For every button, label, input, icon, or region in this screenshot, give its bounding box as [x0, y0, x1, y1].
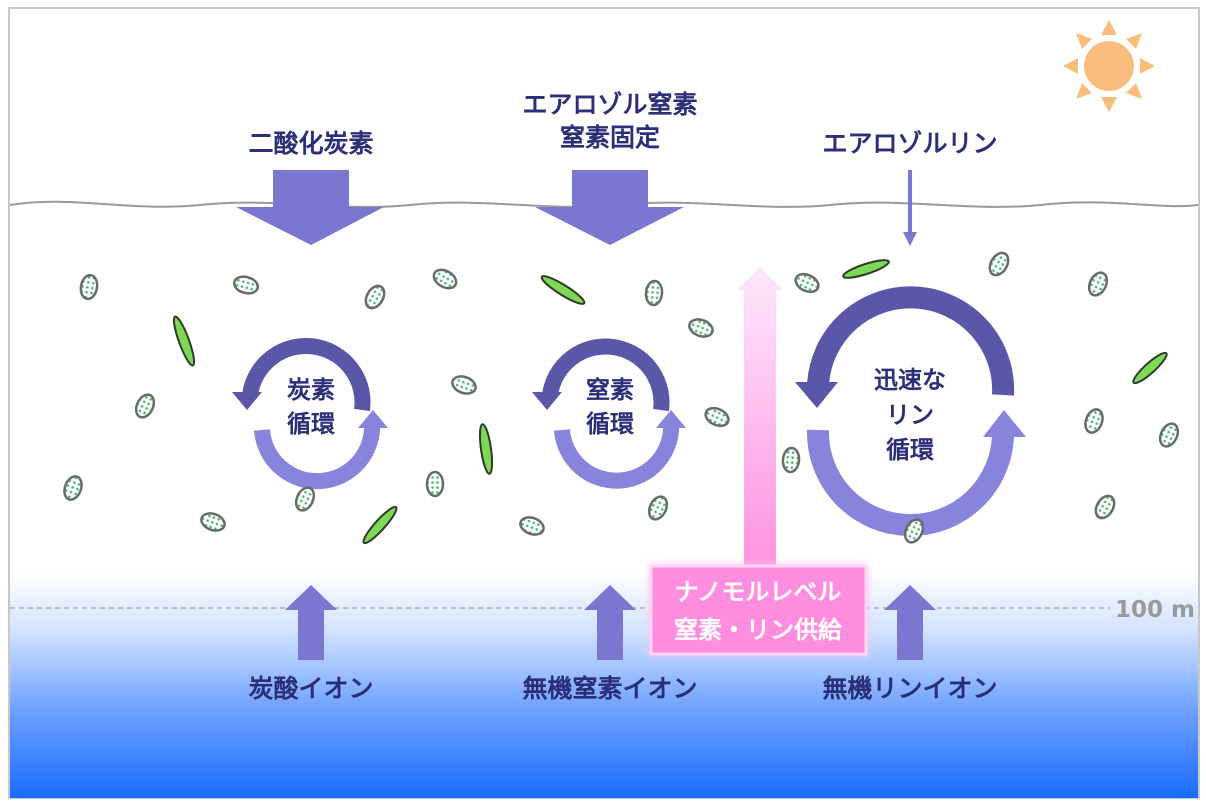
inorganic-phosphate-up-arrow: [884, 585, 936, 660]
nitrogen-cycle-icon: [532, 338, 686, 489]
ocean-water: [10, 201, 1198, 798]
diatom-icon: [478, 423, 494, 475]
phytoplankton-cell-icon: [688, 318, 714, 338]
supply-box-line2: 窒素・リン供給: [674, 616, 843, 644]
sun-icon: [1063, 20, 1155, 112]
phytoplankton-cell-icon: [63, 475, 83, 501]
phytoplankton-cell-icon: [425, 470, 445, 498]
co2-label: 二酸化炭素: [248, 129, 373, 158]
phytoplankton-cell-icon: [781, 446, 801, 474]
phytoplankton-cell-icon: [79, 273, 99, 301]
carbonate-label: 炭酸イオン: [248, 674, 373, 703]
phosphorus-cycle-line2: リン: [886, 401, 934, 429]
inorganic-phosphate-label: 無機リンイオン: [822, 674, 997, 703]
diatom-icon: [362, 505, 398, 545]
aerosol-nitrogen-label: エアロゾル窒素: [522, 90, 697, 119]
diatom-icon: [172, 315, 196, 367]
supply-box-line1: ナノモルレベル: [675, 578, 842, 606]
phytoplankton-cell-icon: [903, 518, 925, 544]
diatoms: [172, 259, 1168, 545]
phytoplankton-cell-icon: [294, 486, 316, 512]
depth-label: 100 m: [1115, 597, 1195, 623]
diatom-icon: [1132, 351, 1168, 385]
phytoplankton-cell-icon: [432, 268, 458, 290]
phytoplankton-cell-icon: [1094, 494, 1116, 520]
nitrogen-cycle-line1: 窒素: [586, 376, 634, 404]
carbonate-up-arrow: [285, 585, 337, 660]
inorganic-nitrogen-up-arrow: [584, 585, 636, 660]
phytoplankton-cell-icon: [1087, 271, 1109, 297]
phytoplankton-cell-icon: [1084, 408, 1104, 434]
phytoplankton-cell-icon: [1158, 422, 1180, 448]
supply-box: [649, 564, 868, 656]
diatom-icon: [842, 259, 890, 279]
nitrogen-fixation-label: 窒素固定: [560, 123, 660, 152]
nitrogen-down-arrow: [535, 170, 684, 245]
phosphorus-down-arrow: [903, 170, 917, 246]
nanomolar-supply-arrow: [737, 267, 783, 580]
carbon-cycle-icon: [232, 338, 388, 490]
phytoplankton-cell-icon: [232, 275, 260, 295]
carbon-cycle-line1: 炭素: [287, 376, 335, 404]
diatom-icon: [540, 275, 586, 305]
inorganic-nitrogen-label: 無機窒素イオン: [522, 674, 697, 703]
phytoplankton-cell-icon: [134, 393, 156, 419]
phytoplankton-cell-icon: [794, 272, 820, 294]
phytoplankton-cell-icon: [451, 375, 477, 395]
phytoplankton-cells: [63, 251, 1180, 544]
nitrogen-cycle-line2: 循環: [586, 410, 635, 438]
carbon-cycle-line2: 循環: [287, 410, 336, 438]
phosphorus-cycle-line3: 循環: [886, 436, 935, 464]
phytoplankton-cell-icon: [988, 251, 1010, 277]
phytoplankton-cell-icon: [704, 406, 730, 428]
phytoplankton-cell-icon: [200, 512, 226, 532]
phytoplankton-cell-icon: [364, 284, 386, 310]
phytoplankton-cell-icon: [647, 495, 669, 521]
phytoplankton-cell-icon: [644, 279, 664, 307]
co2-down-arrow: [236, 170, 384, 245]
phosphorus-cycle-line1: 迅速な: [874, 366, 946, 394]
aerosol-phosphorus-label: エアロゾルリン: [822, 129, 997, 158]
phytoplankton-cell-icon: [519, 516, 545, 536]
